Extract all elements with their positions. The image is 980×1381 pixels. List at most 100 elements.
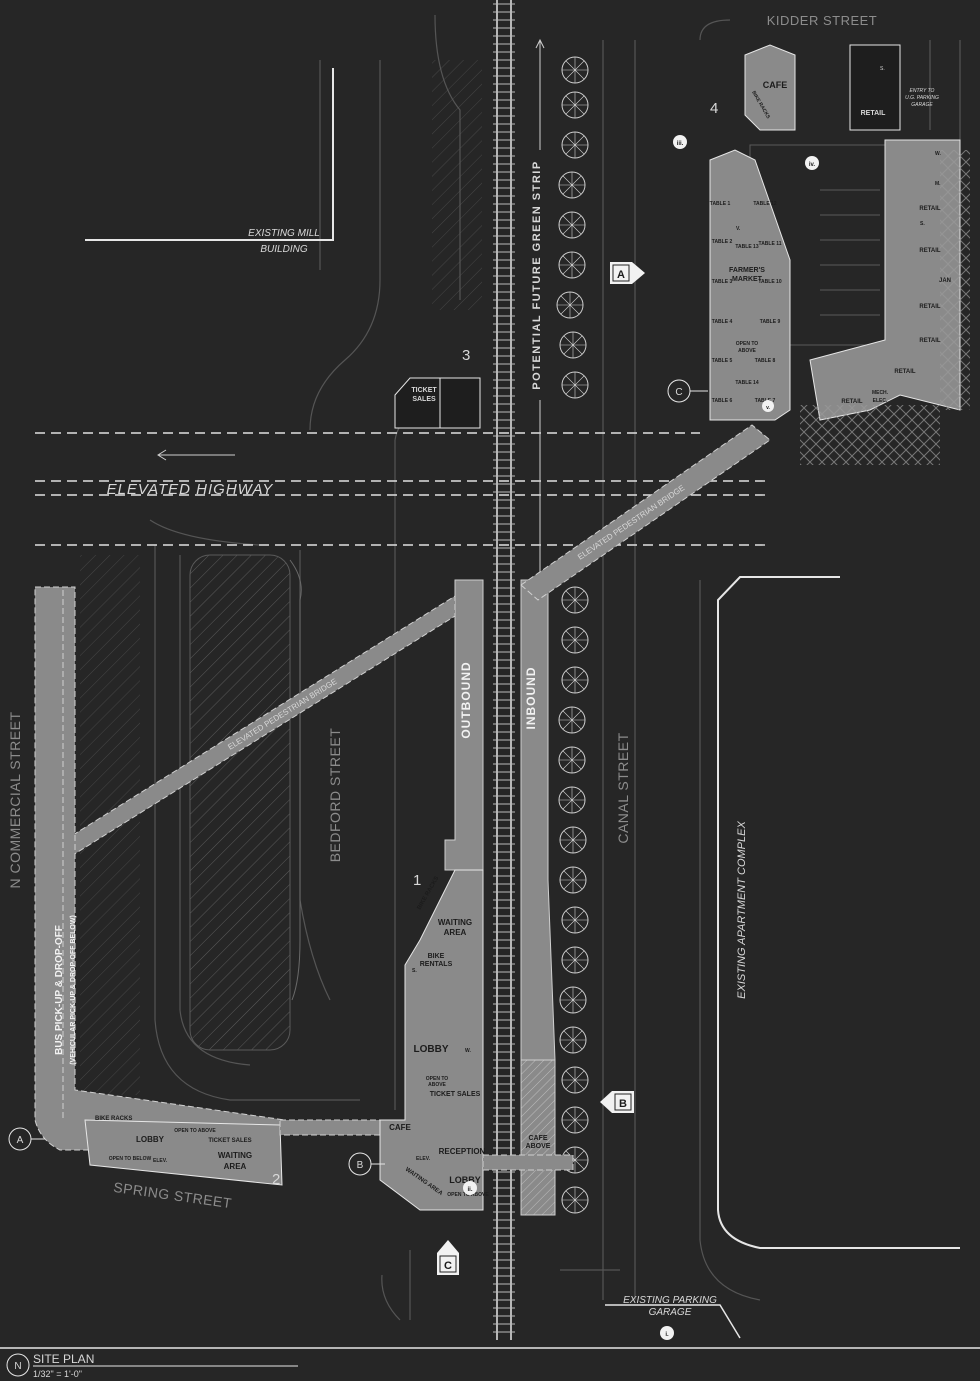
mill-label-1: EXISTING MILL xyxy=(248,228,320,239)
b4-jan: JAN xyxy=(939,278,951,284)
existing-parking-garage: EXISTING PARKING GARAGE xyxy=(605,1295,741,1339)
b1-lobby: LOBBY xyxy=(414,1044,449,1055)
b2-waiting-2: AREA xyxy=(224,1162,247,1171)
b1-ticket-sales: TICKET SALES xyxy=(430,1091,481,1098)
parking-label-2: GARAGE xyxy=(649,1307,692,1318)
existing-apartment-complex: EXISTING APARTMENT COMPLEX xyxy=(717,576,960,1249)
inbound-label: INBOUND xyxy=(524,667,538,730)
b2-waiting-1: WAITING xyxy=(218,1151,252,1160)
b4-retail-north: RETAIL xyxy=(861,110,886,117)
view-marker-iv: iv. xyxy=(805,156,819,170)
svg-text:iv.: iv. xyxy=(809,162,816,168)
section-marker-a-east: A xyxy=(610,262,645,284)
b4-cafe: CAFE xyxy=(763,80,788,90)
b1-elev: ELEV. xyxy=(416,1156,431,1162)
b1-waiting-1: WAITING xyxy=(438,918,472,927)
b4-mech-2: ELEC. xyxy=(873,398,888,404)
b2-open-below: OPEN TO BELOW xyxy=(109,1156,152,1162)
building-1 xyxy=(379,869,574,1211)
b2-bike-racks: BIKE RACKS xyxy=(95,1116,132,1122)
market-table-2: TABLE 2 xyxy=(712,239,733,245)
market-table-1: TABLE 1 xyxy=(710,201,731,207)
farmer-2: MARKET xyxy=(732,276,763,283)
canal-street-label: CANAL STREET xyxy=(615,732,631,843)
road-outlines xyxy=(149,14,961,1321)
connector-walkway xyxy=(279,1119,391,1136)
b1-open-1: OPEN TO xyxy=(426,1076,449,1082)
b2-open-above: OPEN TO ABOVE xyxy=(174,1128,216,1134)
market-table-8: TABLE 8 xyxy=(755,358,776,364)
building-3 xyxy=(394,377,481,429)
outbound-label: OUTBOUND xyxy=(459,661,473,738)
b3-ticket-1: TICKET xyxy=(411,387,437,394)
svg-text:C: C xyxy=(444,1260,452,1272)
green-strip-label: POTENTIAL FUTURE GREEN STRIP xyxy=(531,160,543,389)
entry-label-1: ENTRY TO xyxy=(910,88,935,94)
rail-tracks xyxy=(493,0,515,1340)
b4-retail-5: RETAIL xyxy=(894,369,916,375)
apartment-label: EXISTING APARTMENT COMPLEX xyxy=(736,821,748,999)
parking-label-1: EXISTING PARKING xyxy=(623,1295,717,1306)
commercial-street-label: N COMMERCIAL STREET xyxy=(7,712,23,889)
view-marker-i: i. xyxy=(660,1326,674,1340)
cafe-above-label-1: CAFE xyxy=(528,1135,547,1142)
site-plan-title: SITE PLAN xyxy=(33,1352,94,1366)
b4-m: M. xyxy=(935,181,941,187)
farmer-1: FARMER'S xyxy=(729,267,765,274)
bus-corridor xyxy=(34,586,286,1151)
svg-text:A: A xyxy=(617,269,625,281)
highway-direction-arrow xyxy=(157,449,235,461)
building-number-3: 3 xyxy=(462,347,470,364)
entry-label-2: U.G. PARKING xyxy=(905,95,939,101)
b4-retail-4: RETAIL xyxy=(919,338,941,344)
b1-waiting-2: AREA xyxy=(444,928,467,937)
market-table-11: TABLE 11 xyxy=(759,241,782,247)
market-table-9: TABLE 9 xyxy=(760,319,781,325)
b2-elev: ELEV. xyxy=(153,1158,168,1164)
b1-bike-2: RENTALS xyxy=(420,961,453,968)
title-block: N SITE PLAN 1/32" = 1'-0" xyxy=(0,1347,980,1379)
svg-text:A: A xyxy=(17,1135,24,1146)
bus-label-2: (VEHICULAR PICK-UP & DROP-OFF BELOW) xyxy=(70,915,77,1065)
market-table-13: TABLE 13 xyxy=(735,244,758,250)
b1-open-2: ABOVE xyxy=(428,1082,446,1088)
market-open-1: OPEN TO xyxy=(736,341,759,347)
svg-text:B: B xyxy=(357,1160,364,1171)
svg-text:v.: v. xyxy=(766,405,770,411)
b4-retail-s: S. xyxy=(880,66,885,72)
building-number-4: 4 xyxy=(710,100,718,117)
b4-w: W. xyxy=(935,151,941,157)
existing-mill-building: EXISTING MILL BUILDING xyxy=(85,68,334,255)
market-open-2: ABOVE xyxy=(738,348,756,354)
market-table-14: TABLE 14 xyxy=(735,380,758,386)
b4-retail-1: RETAIL xyxy=(919,206,941,212)
elevated-highway xyxy=(35,432,765,546)
svg-text:C: C xyxy=(675,387,682,398)
bedford-street-label: BEDFORD STREET xyxy=(327,728,343,863)
b1-reception: RECEPTION xyxy=(439,1147,486,1156)
cafe-above-label-2: ABOVE xyxy=(526,1143,551,1150)
b1-open-above: OPEN TO ABOVE xyxy=(447,1192,489,1198)
b4-mech-1: MECH. xyxy=(872,390,889,396)
kidder-street-label: KIDDER STREET xyxy=(767,13,878,28)
svg-text:B: B xyxy=(619,1098,627,1110)
b4-retail-3: RETAIL xyxy=(919,304,941,310)
b2-ticket-sales: TICKET SALES xyxy=(208,1138,251,1144)
view-marker-v: v. xyxy=(762,400,774,412)
b4-s: S. xyxy=(920,221,925,227)
view-marker-iii: iii. xyxy=(673,135,687,149)
b1-w: W. xyxy=(465,1048,471,1054)
market-table-4: TABLE 4 xyxy=(712,319,733,325)
b1-bike-1: BIKE xyxy=(428,953,445,960)
svg-text:ii.: ii. xyxy=(467,1187,472,1193)
view-marker-ii: ii. xyxy=(463,1181,477,1195)
b4-retail-6: RETAIL xyxy=(841,399,863,405)
market-table-5: TABLE 5 xyxy=(712,358,733,364)
entry-label-3: GARAGE xyxy=(911,102,933,108)
north-arrow-icon: N xyxy=(14,1361,21,1372)
building-2 xyxy=(84,1119,283,1186)
bus-label-1: BUS PICK-UP & DROP-OFF xyxy=(54,925,65,1055)
b3-ticket-2: SALES xyxy=(412,396,436,403)
market-table-6: TABLE 6 xyxy=(712,398,733,404)
